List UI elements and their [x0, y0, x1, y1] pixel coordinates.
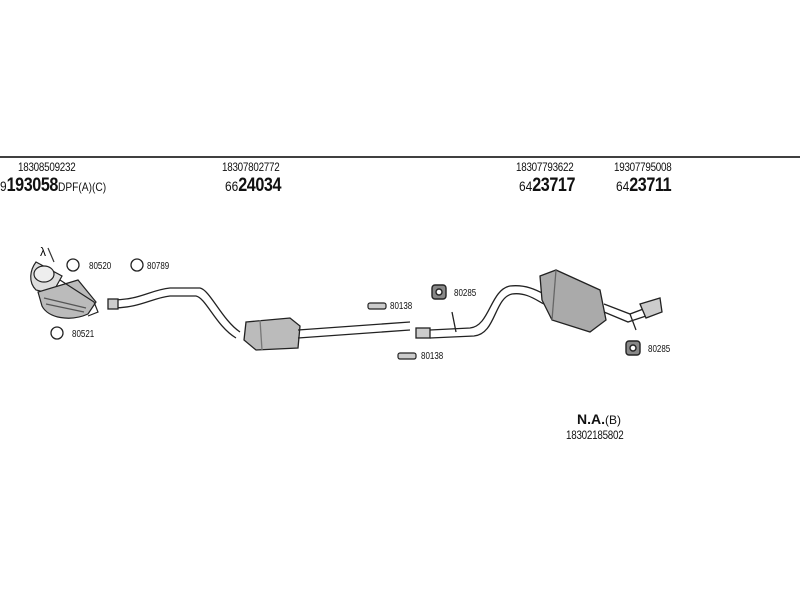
rubber-mount-icon	[431, 284, 641, 356]
oe-number: 19307795008	[614, 160, 672, 174]
oe-number: 18308509232	[18, 160, 76, 174]
front-pipe	[107, 287, 241, 339]
part-number-main: 23711	[629, 175, 672, 196]
part-number-main: 193058	[6, 175, 59, 196]
part-number-suffix: DPF(A)(C)	[57, 180, 107, 194]
rear-pipe	[415, 285, 549, 339]
oe-number: 18307793622	[516, 160, 574, 174]
hardware-label-80520: 80520	[89, 261, 112, 272]
part-number-prefix: 64	[616, 178, 630, 194]
hardware-label-80285: 80285	[648, 344, 671, 355]
part-number-prefix: 66	[225, 178, 239, 194]
part-number: 6423711	[616, 175, 672, 196]
part-number: 9193058DPF(A)(C)	[0, 176, 106, 197]
lambda-sensor-symbol: λ	[40, 245, 46, 259]
hanger-rubber-icon	[367, 302, 417, 360]
part-number: 6624034	[225, 176, 281, 196]
hardware-label-80285: 80285	[454, 288, 477, 299]
hardware-label-80138: 80138	[421, 351, 444, 362]
clamp-ring-icon	[66, 258, 80, 272]
na-oe-number: 18302185802	[566, 428, 624, 442]
oe-number: 18307802772	[222, 160, 280, 174]
hardware-label-80138: 80138	[390, 301, 413, 312]
part-number-prefix: 64	[519, 178, 533, 194]
part-number-main: 24034	[238, 175, 282, 196]
part-number-prefix: 9	[0, 178, 7, 194]
na-label: N.A.(B)	[577, 411, 621, 427]
middle-silencer	[243, 317, 411, 351]
part-number-main: 23717	[532, 175, 576, 196]
rear-silencer	[539, 269, 663, 333]
na-variant: (B)	[605, 413, 621, 427]
hardware-label-80789: 80789	[147, 261, 170, 272]
hardware-label-80521: 80521	[72, 329, 95, 340]
clamp-ring-icon	[130, 258, 144, 272]
part-number: 6423717	[519, 176, 575, 196]
gasket-ring-icon	[50, 326, 64, 340]
na-text: N.A.	[577, 411, 605, 427]
dpf-catalyst	[30, 247, 99, 319]
